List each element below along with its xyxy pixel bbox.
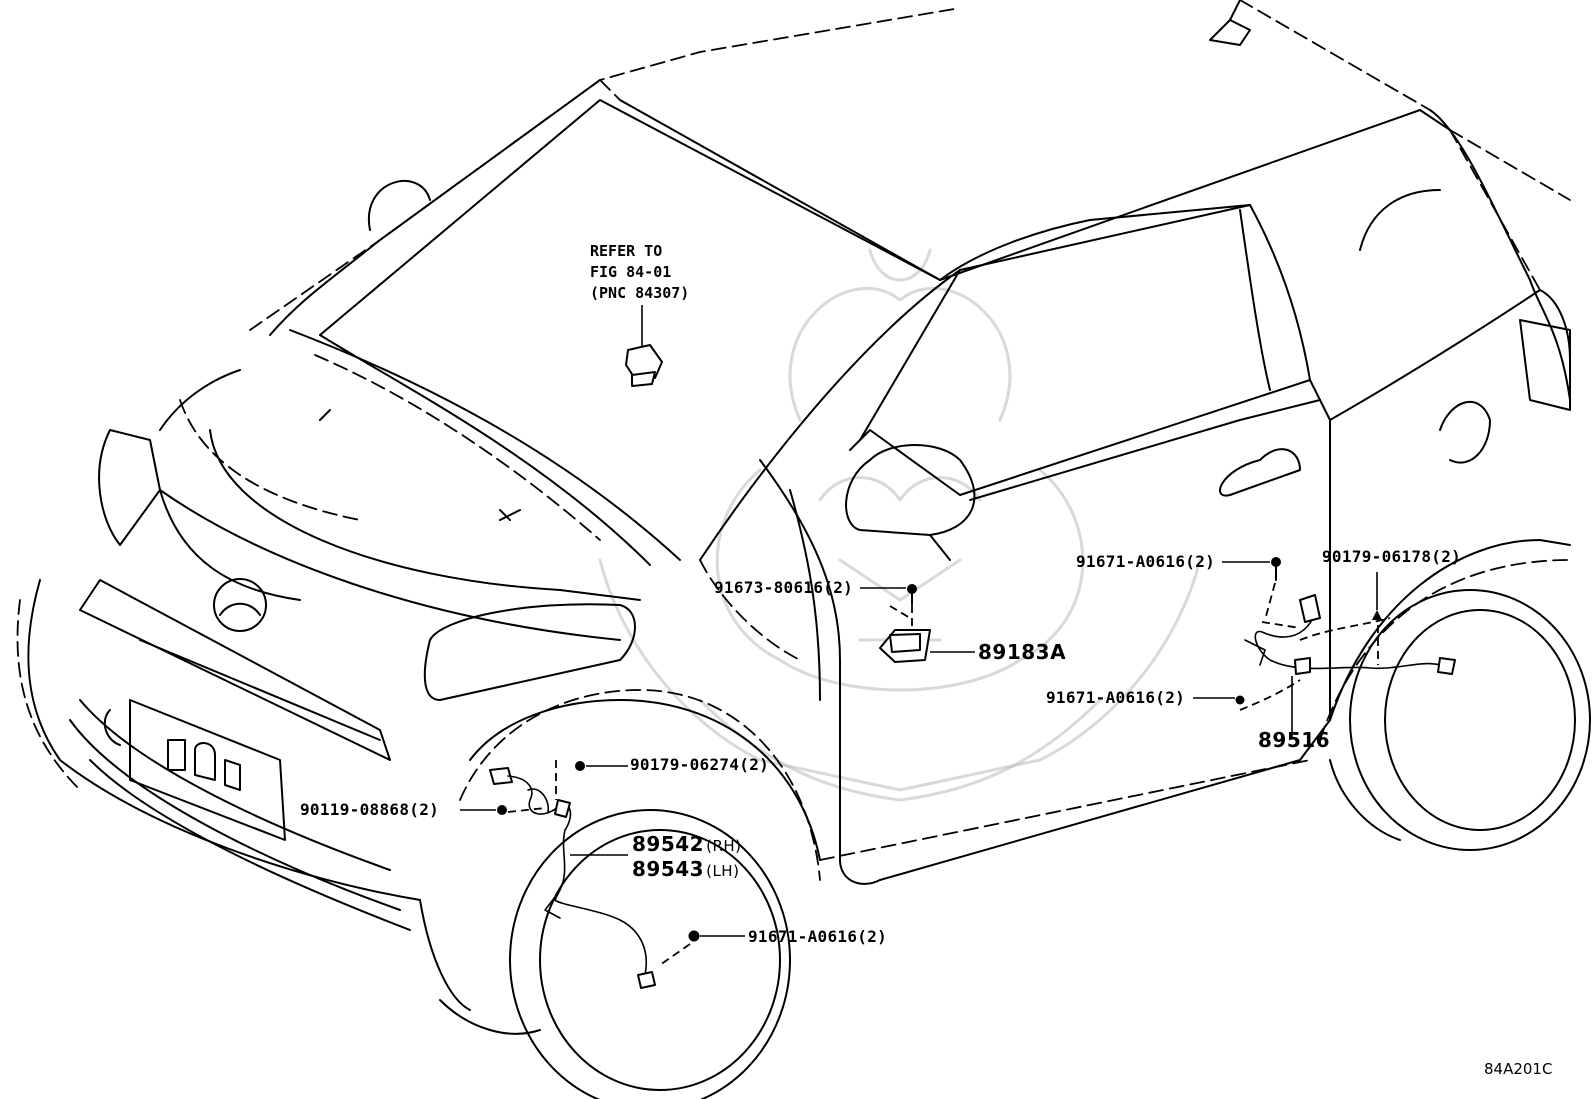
car-body-outline <box>16 0 1591 1099</box>
illustration-code: 84A201C <box>1484 1060 1553 1078</box>
callout-89516[interactable]: 89516 <box>1258 730 1330 750</box>
callout-90179-06178[interactable]: 90179-06178(2) <box>1322 549 1461 565</box>
part-number: 91671-A0616 <box>1046 688 1156 707</box>
reference-note: REFER TO FIG 84-01 (PNC 84307) <box>590 241 689 304</box>
callout-90179-06274[interactable]: 90179-06274(2) <box>630 757 769 773</box>
callout-91671-a0616-upper[interactable]: 91671-A0616(2) <box>1076 554 1215 570</box>
part-qty: (2) <box>857 927 888 946</box>
part-number: 89543 <box>632 857 705 881</box>
part-number: 91671-A0616 <box>1076 552 1186 571</box>
part-number: 90179-06274 <box>630 755 740 774</box>
rain-sensor-part <box>625 305 663 387</box>
callout-91673-80616[interactable]: 91673-80616(2) <box>714 580 853 596</box>
watermark-emblem <box>598 248 1202 802</box>
reference-note-line1: REFER TO <box>590 242 663 260</box>
reference-note-line2: FIG 84-01 <box>590 263 672 281</box>
part-qty: (2) <box>409 800 440 819</box>
part-number: 89516 <box>1258 728 1331 752</box>
part-number: 91673-80616 <box>714 578 824 597</box>
part-number: 89542 <box>632 832 705 856</box>
part-qty: (2) <box>1155 688 1186 707</box>
part-side: (LH) <box>706 862 740 880</box>
part-qty: (2) <box>823 578 854 597</box>
callout-89542[interactable]: 89542(RH) <box>632 834 742 856</box>
rear-speed-sensor-harness <box>1193 557 1456 738</box>
callout-90119-08868[interactable]: 90119-08868(2) <box>300 802 439 818</box>
part-number: 90119-08868 <box>300 800 410 819</box>
part-number: 91671-A0616 <box>748 927 858 946</box>
part-qty: (2) <box>1185 552 1216 571</box>
part-side: (RH) <box>706 837 742 855</box>
callout-91671-a0616-lower[interactable]: 91671-A0616(2) <box>1046 690 1185 706</box>
callout-91671-a0616-front[interactable]: 91671-A0616(2) <box>748 929 887 945</box>
front-speed-sensor-harness <box>460 760 745 989</box>
part-qty: (2) <box>739 755 770 774</box>
part-number: 89183A <box>978 640 1067 664</box>
reference-note-line3: (PNC 84307) <box>590 284 690 302</box>
callout-89183a[interactable]: 89183A <box>978 642 1066 662</box>
part-qty: (2) <box>1431 547 1462 566</box>
part-number: 90179-06178 <box>1322 547 1432 566</box>
module-89183a <box>860 584 975 663</box>
callout-89543[interactable]: 89543(LH) <box>632 859 739 881</box>
